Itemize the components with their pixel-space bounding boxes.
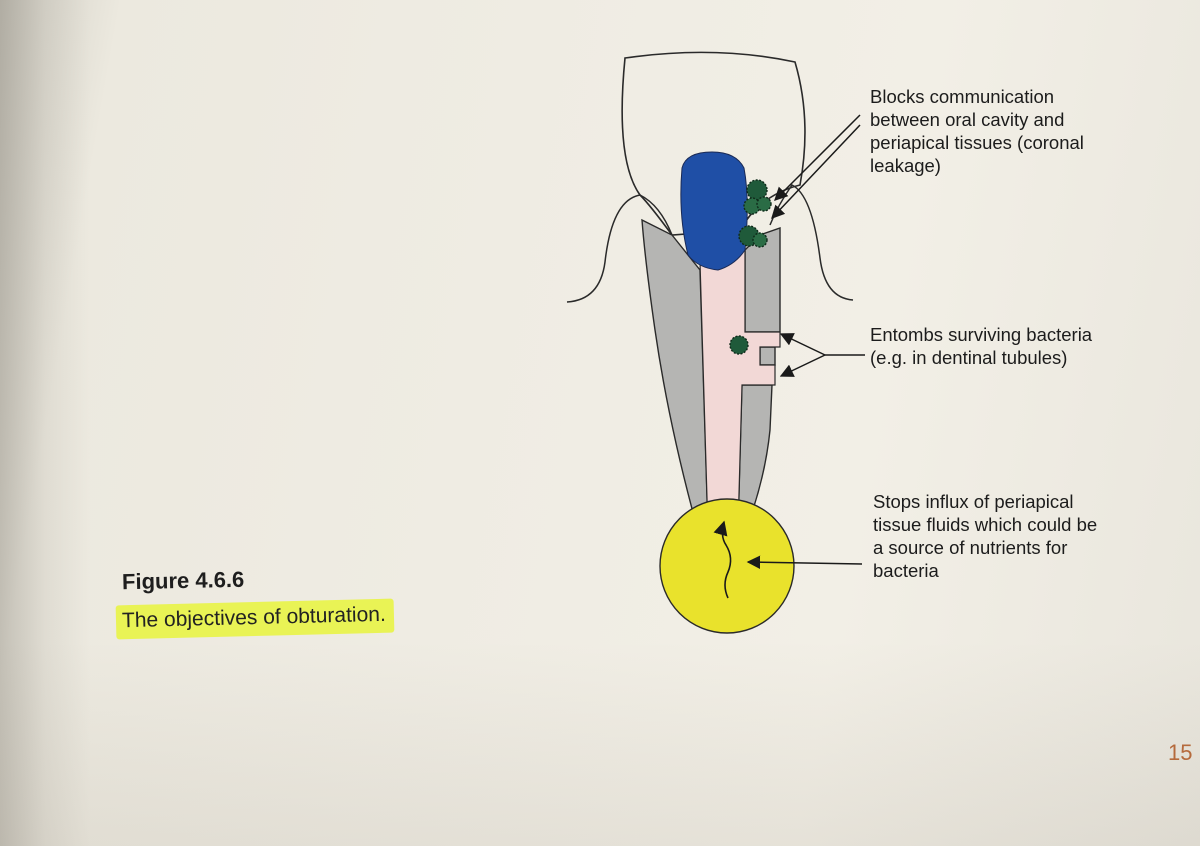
- arrow-coronal-2: [771, 124, 861, 219]
- periapical-tissue: [659, 498, 795, 634]
- arrow-entomb-upper: [779, 333, 826, 356]
- gum-line-left: [566, 194, 673, 303]
- arrow-fluids: [746, 555, 863, 569]
- root-dentin-left: [641, 218, 709, 532]
- root-dentin-right-middle: [759, 346, 776, 366]
- label-entomb-bacteria: Entombs surviving bacteria (e.g. in dent…: [870, 324, 1093, 368]
- label-periapical-fluids: Stops influx of periapical tissue fluids…: [873, 491, 1098, 581]
- page-gutter-shadow: [0, 0, 90, 846]
- page-bottom-shade: [0, 640, 1200, 846]
- bacteria-cluster-tubule: [729, 335, 749, 355]
- label-coronal-leakage: Blocks communication between oral cavity…: [870, 86, 1084, 176]
- coronal-seal: [680, 151, 748, 271]
- figure-caption: The objectives of obturation.: [115, 598, 395, 640]
- bacteria-cluster-2: [738, 225, 768, 248]
- page-number: 15: [1168, 740, 1193, 765]
- apical-fluid-path: [713, 520, 732, 599]
- figure-title: Figure 4.6.6: [121, 566, 245, 595]
- arrow-coronal-1: [774, 114, 861, 201]
- gum-line-right: [769, 184, 854, 301]
- bacteria-cluster-1: [743, 179, 772, 215]
- arrow-entomb-lower: [779, 354, 826, 377]
